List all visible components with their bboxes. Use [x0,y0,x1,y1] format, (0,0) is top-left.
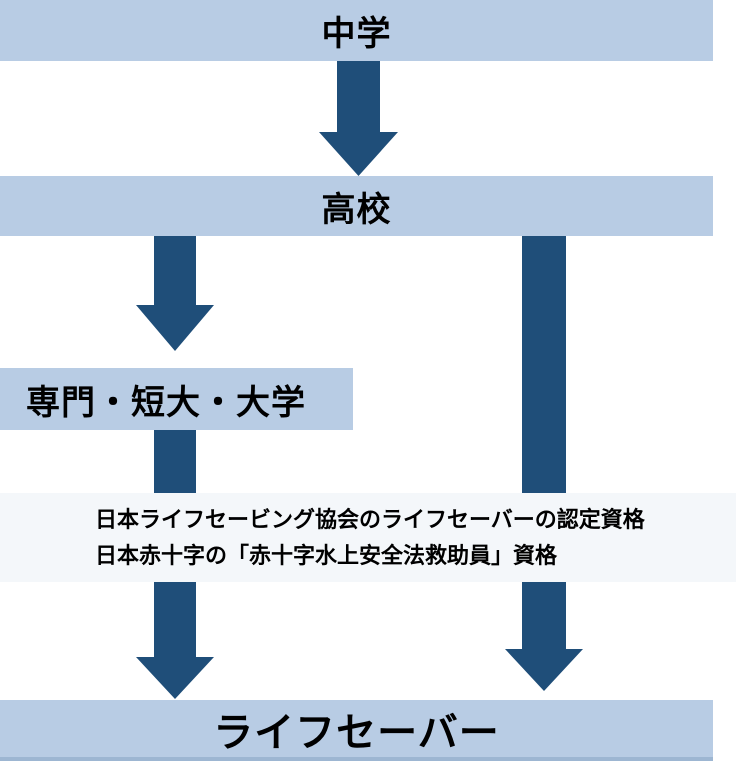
down-arrow-junior-high-to-high-school [319,61,398,176]
certification-line-jla: 日本ライフセービング協会のライフセーバーの認定資格 [95,507,645,532]
certification-band: 日本ライフセービング協会のライフセーバーの認定資格 日本赤十字の「赤十字水上安全… [0,493,736,582]
down-arrow-high-school-to-lifesaver [505,236,583,691]
stage-high-school-label: 高校 [321,190,392,229]
down-arrow-high-school-to-college [136,236,214,351]
stage-college-label: 専門・短大・大学 [26,383,306,422]
stage-lifesaver: ライフセーバー [0,700,713,761]
stage-lifesaver-label: ライフセーバー [213,710,500,755]
stage-college: 専門・短大・大学 [0,368,353,430]
certification-line-redcross: 日本赤十字の「赤十字水上安全法救助員」資格 [95,543,558,568]
stage-junior-high: 中学 [0,0,713,61]
stage-junior-high-label: 中学 [321,15,392,53]
stage-high-school: 高校 [0,176,713,236]
